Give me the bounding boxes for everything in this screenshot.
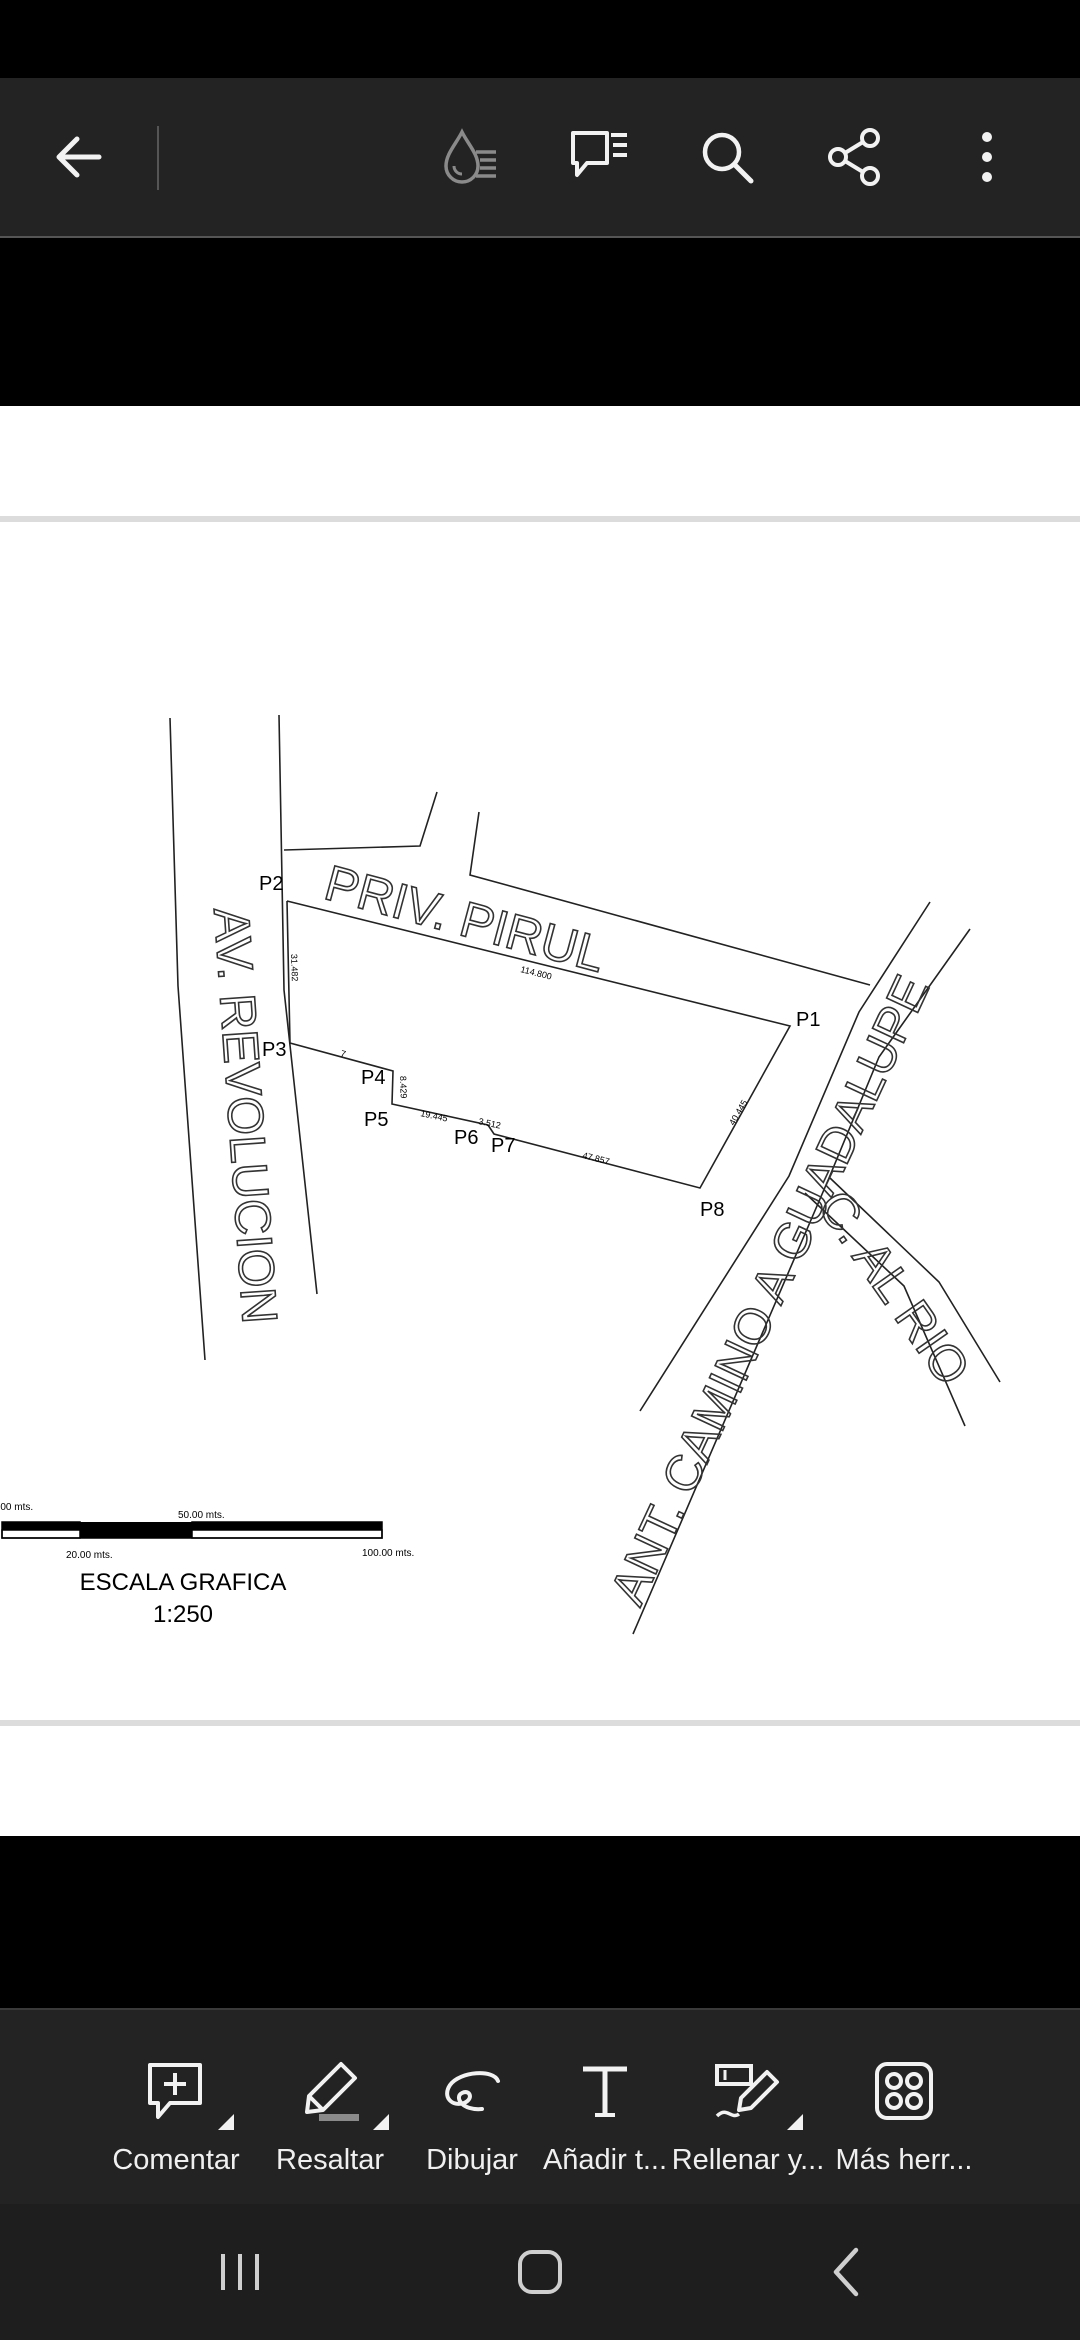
measurement-p6-p7: 3.512 <box>478 1116 502 1130</box>
point-label-p8: P8 <box>700 1199 724 1221</box>
bottom-toolbar: Comentar Resaltar Dibujar <box>0 2008 1080 2206</box>
tool-fill-sign-button[interactable]: Rellenar y... <box>672 2010 824 2206</box>
tool-more-tools-button[interactable]: Más herr... <box>826 2010 982 2206</box>
page-separator <box>0 516 1080 522</box>
tool-label: Resaltar <box>276 2144 384 2176</box>
expand-triangle-icon <box>218 2114 234 2130</box>
street-label-priv-pirul: PRIV. PIRUL <box>319 855 611 983</box>
fill-sign-icon <box>715 2064 779 2118</box>
liquid-mode-icon[interactable] <box>430 118 508 196</box>
scale-ratio: 1:250 <box>153 1601 213 1628</box>
scale-label-50: 50.00 mts. <box>178 1510 225 1521</box>
search-icon[interactable] <box>688 118 766 196</box>
top-toolbar <box>0 78 1080 238</box>
measurement-p1-p8: 40.445 <box>727 1098 749 1127</box>
more-options-icon[interactable] <box>948 118 1026 196</box>
point-label-p6: P6 <box>454 1127 478 1149</box>
system-navigation-bar <box>0 2204 1080 2340</box>
point-label-p2: P2 <box>259 873 283 895</box>
street-label-c-al-rio: C. AL RIO <box>807 1180 981 1395</box>
tool-label: Más herr... <box>835 2144 973 2176</box>
point-label-p5: P5 <box>364 1109 388 1131</box>
point-label-p7: P7 <box>491 1135 515 1157</box>
point-label-p3: P3 <box>262 1039 286 1061</box>
point-label-p4: P4 <box>361 1067 385 1089</box>
recent-apps-icon[interactable] <box>200 2234 280 2310</box>
add-text-icon <box>583 2066 627 2117</box>
scale-title: ESCALA GRAFICA <box>80 1569 287 1596</box>
point-label-p1: P1 <box>796 1009 820 1031</box>
more-tools-icon <box>875 2062 933 2120</box>
street-label-av-revolucion: AV. REVOLUCION <box>203 906 288 1326</box>
measurement-p7-p8: 47.857 <box>582 1150 611 1166</box>
measurement-p3-p4: 7 <box>339 1048 346 1059</box>
measurement-p5-p6: 19.445 <box>420 1108 449 1124</box>
scale-label-0: 0.00 mts. <box>0 1502 33 1513</box>
tool-label: Comentar <box>112 2144 240 2176</box>
highlighter-icon <box>305 2062 359 2121</box>
tool-label: Rellenar y... <box>671 2144 825 2176</box>
tool-draw-button[interactable]: Dibujar <box>420 2010 524 2206</box>
back-arrow-icon[interactable] <box>38 116 120 198</box>
comments-icon[interactable] <box>560 118 638 196</box>
home-icon[interactable] <box>500 2234 580 2310</box>
measurement-p2-p3: 31.482 <box>289 954 300 982</box>
scale-label-20: 20.00 mts. <box>66 1550 113 1561</box>
survey-plan-drawing: PRIV. PIRUL AV. REVOLUCION ANT. CAMINO A… <box>0 714 1001 1635</box>
add-comment-icon <box>148 2063 202 2119</box>
expand-triangle-icon <box>373 2114 389 2130</box>
tool-highlight-button[interactable]: Resaltar <box>268 2010 392 2206</box>
document-page[interactable]: PRIV. PIRUL AV. REVOLUCION ANT. CAMINO A… <box>0 406 1080 1836</box>
expand-triangle-icon <box>787 2114 803 2130</box>
measurement-p4-p5: 8.429 <box>398 1076 409 1099</box>
tool-add-text-button[interactable]: Añadir t... <box>537 2010 673 2206</box>
scale-bar <box>1 1521 383 1539</box>
toolbar-divider <box>157 126 159 190</box>
scale-label-100: 100.00 mts. <box>362 1548 414 1559</box>
share-icon[interactable] <box>816 118 894 196</box>
tool-comment-button[interactable]: Comentar <box>108 2010 244 2206</box>
back-icon[interactable] <box>806 2234 886 2310</box>
draw-icon <box>445 2071 500 2112</box>
tool-label: Añadir t... <box>542 2144 668 2176</box>
page-separator <box>0 1720 1080 1726</box>
tool-label: Dibujar <box>426 2144 518 2176</box>
